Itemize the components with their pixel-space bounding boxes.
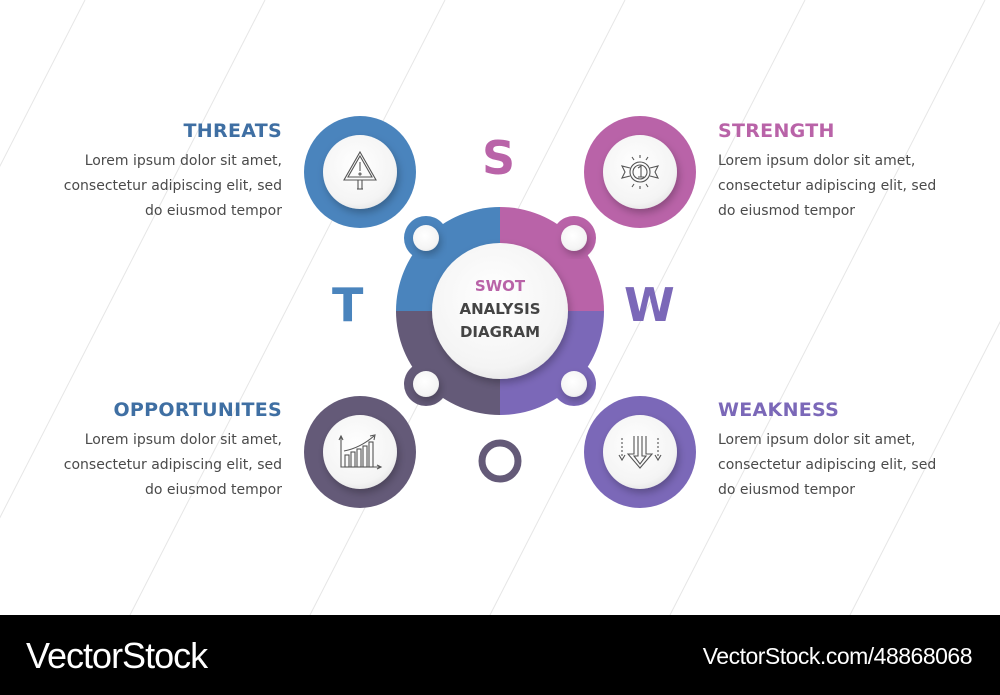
medal-number-one-icon <box>620 155 660 189</box>
footer-logo: VectorStock <box>26 635 208 676</box>
weakness-ring <box>584 396 696 508</box>
weakness-title: WEAKNESS <box>718 399 840 421</box>
opportunites-text-line: do eiusmod tempor <box>144 482 282 498</box>
letter-s: S <box>482 131 516 185</box>
down-arrows-icon <box>618 436 662 469</box>
letter-t: T <box>332 278 364 332</box>
letter-o-ring <box>478 439 522 483</box>
threats-text-line: do eiusmod tempor <box>144 203 282 219</box>
weakness-description: Lorem ipsum dolor sit amet, consectetur … <box>718 428 958 503</box>
opportunites-ring <box>304 396 416 508</box>
opportunites-text-line: Lorem ipsum dolor sit amet, <box>84 432 282 448</box>
strength-text-line: Lorem ipsum dolor sit amet, <box>718 153 916 169</box>
strength-title: STRENGTH <box>718 120 835 142</box>
footer-bar: VectorStock VectorStock.com/48868068 <box>0 615 1000 695</box>
swot-diagram-canvas: S T W SWOT ANALYSIS DIAGRAM THREATS Lore… <box>0 0 1000 615</box>
footer-url: VectorStock.com/48868068 <box>702 643 973 669</box>
center-label-swot: SWOT <box>474 277 526 295</box>
opportunites-text-line: consectetur adipiscing elit, sed <box>63 457 282 473</box>
watermark-lines <box>0 0 1000 615</box>
center-label-diagram: DIAGRAM <box>459 323 541 341</box>
threats-text-line: Lorem ipsum dolor sit amet, <box>84 153 282 169</box>
opportunites-title: OPPORTUNITES <box>113 399 282 421</box>
strength-text-line: consectetur adipiscing elit, sed <box>718 178 937 194</box>
opportunites-description: Lorem ipsum dolor sit amet, consectetur … <box>42 428 282 503</box>
letter-w: W <box>624 278 675 332</box>
center-ring <box>396 207 604 415</box>
threats-ring <box>304 116 416 228</box>
growth-bar-chart-icon <box>338 434 383 470</box>
weakness-text-line: Lorem ipsum dolor sit amet, <box>718 432 916 448</box>
threats-title: THREATS <box>183 120 282 142</box>
warning-triangle-icon <box>343 150 377 190</box>
strength-ring <box>584 116 696 228</box>
weakness-text-line: do eiusmod tempor <box>718 482 856 498</box>
threats-text-line: consectetur adipiscing elit, sed <box>63 178 282 194</box>
swot-graphic <box>304 116 696 508</box>
strength-description: Lorem ipsum dolor sit amet, consectetur … <box>718 149 958 224</box>
weakness-text-line: consectetur adipiscing elit, sed <box>718 457 937 473</box>
center-label: SWOT ANALYSIS DIAGRAM <box>430 275 570 344</box>
center-label-analysis: ANALYSIS <box>459 300 541 318</box>
strength-text-line: do eiusmod tempor <box>718 203 856 219</box>
threats-description: Lorem ipsum dolor sit amet, consectetur … <box>42 149 282 224</box>
